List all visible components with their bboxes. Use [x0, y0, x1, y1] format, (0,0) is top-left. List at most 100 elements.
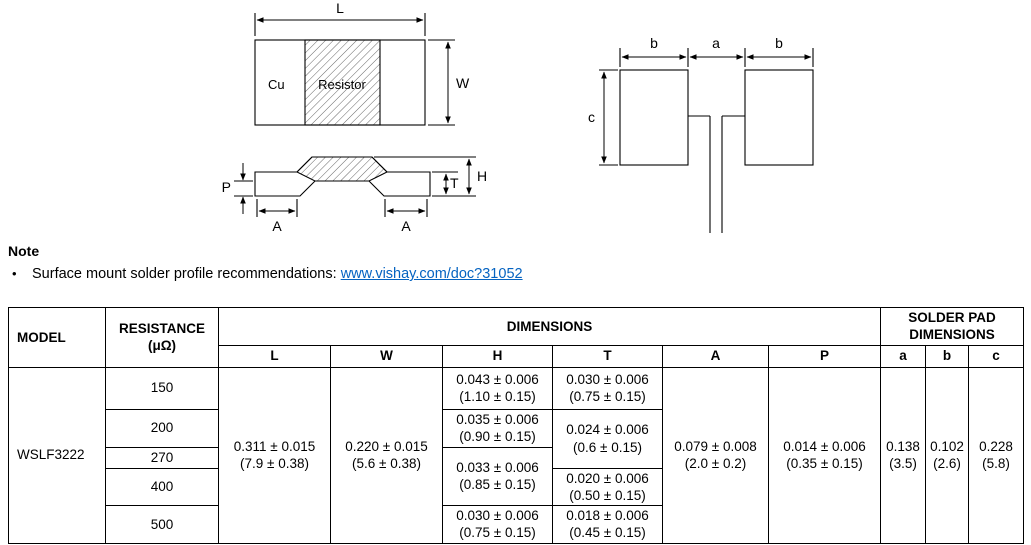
right-pad-outline	[744, 69, 814, 166]
table-row: 400 0.020 ± 0.006 (0.50 ± 0.15)	[9, 467, 1024, 507]
value-inch: 0.018 ± 0.006	[566, 508, 649, 524]
resistance-cell: 500	[105, 505, 219, 544]
value-inch: 0.030 ± 0.006	[456, 508, 539, 524]
length-dimension: L	[254, 0, 426, 36]
pad-top-dimensions: b a b	[619, 35, 814, 67]
dim-P-cell: 0.014 ± 0.006 (0.35 ± 0.15)	[767, 366, 882, 544]
bullet-icon: •	[12, 266, 17, 281]
side-resistor-hatched	[296, 156, 388, 182]
resistor-label: Resistor	[318, 77, 366, 92]
t-dimension: T	[432, 171, 459, 195]
header-solder-pad: SOLDER PAD DIMENSIONS	[880, 307, 1025, 346]
value-inch: 0.043 ± 0.006	[456, 371, 539, 387]
value-mm: (5.8)	[982, 456, 1010, 472]
header-col-b: b	[925, 344, 970, 368]
header-col-a: a	[880, 344, 927, 368]
header-resistance-line1: RESISTANCE	[118, 321, 205, 336]
value-mm: (7.9 ± 0.38)	[240, 456, 309, 472]
value-inch: 0.030 ± 0.006	[566, 371, 649, 387]
resistor-element-hatched	[304, 39, 381, 126]
dim-A-cell: 0.079 ± 0.008 (2.0 ± 0.2)	[662, 366, 769, 544]
value-mm: (0.45 ± 0.15)	[569, 525, 646, 541]
dim-T-cell: 0.024 ± 0.006 (0.6 ± 0.15)	[552, 408, 663, 469]
value-mm: (0.6 ± 0.15)	[573, 439, 642, 455]
left-pad-outline	[619, 69, 689, 166]
resistance-cell: 150	[105, 366, 219, 410]
table-row: WSLF3222 150 0.311 ± 0.015 (7.9 ± 0.38) …	[8, 366, 1025, 544]
dim-T-cell: 0.018 ± 0.006 (0.45 ± 0.15)	[552, 505, 663, 544]
chip-side-view: P A A T H	[222, 156, 487, 234]
resistance-cell: 200	[105, 408, 219, 448]
value-inch: 0.311 ± 0.015	[233, 438, 316, 454]
header-solder-pad-line2: DIMENSIONS	[909, 327, 995, 343]
note-section: Note • Surface mount solder profile reco…	[8, 243, 908, 282]
l-dim-label: L	[336, 0, 344, 16]
header-col-c: c	[968, 344, 1025, 368]
dim-T-cell: 0.030 ± 0.006 (0.75 ± 0.15)	[552, 366, 663, 410]
value-mm: (0.35 ± 0.15)	[786, 456, 863, 472]
dim-H-cell: 0.033 ± 0.006 (0.85 ± 0.15)	[442, 446, 553, 507]
dim-L-cell: 0.311 ± 0.015 (7.9 ± 0.38)	[218, 366, 331, 544]
b-right-dim-label: b	[775, 35, 783, 51]
value-mm: (0.75 ± 0.15)	[569, 389, 646, 405]
value-inch: 0.035 ± 0.006	[456, 411, 539, 427]
dimensions-table: MODEL RESISTANCE (μΩ) DIMENSIONS SOLDER …	[8, 307, 1025, 544]
solder-pad-view: b a b c	[588, 35, 814, 233]
header-resistance-unit: (μΩ)	[147, 338, 177, 354]
value-inch: 0.024 ± 0.006	[566, 422, 649, 438]
value-inch: 0.079 ± 0.008	[674, 438, 757, 454]
resistance-cell: 400	[105, 467, 219, 507]
a-dim-label: a	[712, 35, 720, 51]
value-inch: 0.020 ± 0.006	[566, 470, 649, 486]
header-col-W: W	[330, 344, 443, 368]
value-inch: 0.033 ± 0.006	[456, 460, 539, 476]
dim-T-cell: 0.020 ± 0.006 (0.50 ± 0.15)	[552, 467, 663, 507]
a-right-dim-label: A	[401, 218, 411, 234]
solder-profile-link[interactable]: www.vishay.com/doc?31052	[340, 266, 523, 282]
header-resistance: RESISTANCE (μΩ)	[105, 307, 219, 368]
value-mm: (3.5)	[889, 456, 917, 472]
value-mm: (2.0 ± 0.2)	[684, 456, 747, 472]
dim-H-cell: 0.030 ± 0.006 (0.75 ± 0.15)	[442, 505, 553, 544]
header-col-T: T	[552, 344, 663, 368]
header-col-P: P	[767, 344, 882, 368]
a-dimension-right: A	[384, 199, 428, 234]
t-dim-label: T	[450, 175, 459, 191]
header-solder-pad-line1: SOLDER PAD	[908, 310, 996, 325]
note-line: • Surface mount solder profile recommend…	[8, 266, 908, 282]
w-dim-label: W	[456, 75, 470, 91]
b-left-dim-label: b	[650, 35, 658, 51]
value-mm: (0.75 ± 0.15)	[459, 525, 536, 541]
model-cell: WSLF3222	[8, 366, 106, 544]
table-row: 500 0.030 ± 0.006 (0.75 ± 0.15) 0.018 ± …	[9, 505, 1024, 544]
pad-a-cell: 0.138 (3.5)	[880, 366, 927, 544]
a-left-dim-label: A	[272, 218, 282, 234]
c-dim-label: c	[588, 109, 595, 125]
header-model: MODEL	[8, 307, 106, 368]
value-mm: (0.50 ± 0.15)	[569, 487, 646, 503]
pad-c-cell: 0.228 (5.8)	[968, 366, 1025, 544]
note-text: Surface mount solder profile recommendat…	[32, 266, 523, 282]
technical-drawings: Cu Resistor L W	[222, 0, 814, 234]
a-dimension-left: A	[256, 199, 298, 234]
resistance-cell: 270	[105, 446, 219, 469]
p-dimension: P	[222, 163, 253, 214]
value-mm: (0.85 ± 0.15)	[459, 477, 536, 493]
note-text-prefix: Surface mount solder profile recommendat…	[32, 266, 341, 282]
header-dimensions: DIMENSIONS	[217, 307, 882, 346]
value-mm: (1.10 ± 0.15)	[459, 389, 536, 405]
c-dimension: c	[588, 69, 618, 166]
note-heading: Note	[8, 243, 40, 259]
header-col-H: H	[442, 344, 553, 368]
h-dim-label: H	[477, 168, 487, 184]
value-inch: 0.014 ± 0.006	[783, 438, 866, 454]
value-inch: 0.138	[886, 438, 920, 454]
value-inch: 0.102	[930, 438, 964, 454]
pad-b-cell: 0.102 (2.6)	[925, 366, 970, 544]
value-inch: 0.220 ± 0.015	[345, 438, 428, 454]
chip-top-view: Cu Resistor L W	[254, 0, 470, 126]
table-row: 270 0.033 ± 0.006 (0.85 ± 0.15)	[9, 446, 1024, 507]
dim-H-cell: 0.035 ± 0.006 (0.90 ± 0.15)	[442, 408, 553, 448]
value-mm: (5.6 ± 0.38)	[352, 456, 421, 472]
